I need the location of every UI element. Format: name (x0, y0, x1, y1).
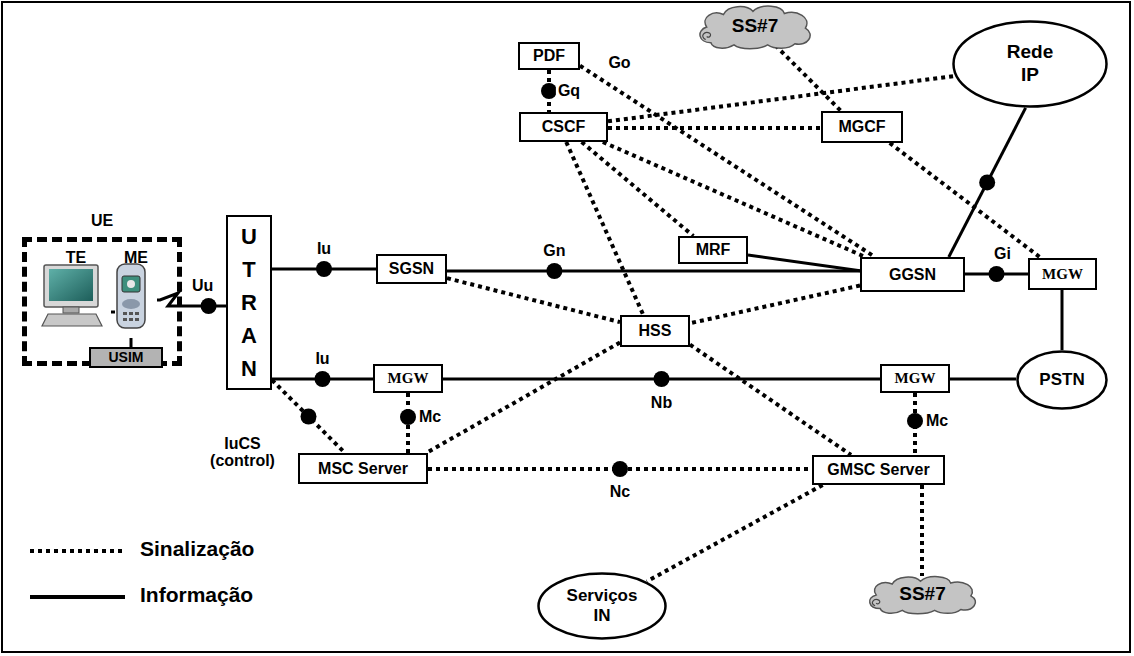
terminal-equipment: TE (41, 248, 111, 338)
signalling-link (890, 143, 1041, 258)
interface-label: Iu (313, 350, 331, 368)
node-label: SS#7 (732, 16, 778, 37)
node-label: GMSC Server (827, 461, 929, 479)
node-label: MRF (696, 241, 731, 259)
signalling-link (690, 286, 860, 324)
gateway-box: MGW (373, 364, 443, 393)
interface-label: Uu (190, 277, 215, 295)
interface-point (541, 83, 557, 99)
interface-label: Mc (924, 412, 950, 430)
node-label: SS#7 (899, 584, 945, 605)
interface-point (989, 266, 1005, 282)
signalling-link (647, 485, 823, 581)
legend-sample-dotted (30, 549, 125, 553)
node-label: USIM (109, 350, 144, 365)
node-label: PSTN (1039, 371, 1084, 390)
node-label: MGW (1042, 266, 1083, 283)
node-label: SGSN (389, 260, 434, 278)
function-box: CSCF (519, 112, 608, 142)
server-box: GMSC Server (812, 455, 945, 485)
network-cloud: SS#7 (862, 574, 983, 614)
function-box: HSS (620, 315, 690, 347)
interface-label: Nb (649, 394, 674, 412)
node-label: GGSN (889, 266, 936, 284)
node-label: PDF (533, 47, 565, 65)
signalling-link (580, 66, 875, 257)
node-label: MGW (388, 370, 429, 387)
function-box: GGSN (860, 257, 965, 292)
network-cloud: SS#7 (692, 3, 818, 49)
information-link (130, 338, 133, 347)
information-link (111, 311, 115, 314)
mobile-equipment: ME (115, 248, 157, 338)
node-label: CSCF (542, 118, 586, 136)
interface-label: Iu (315, 240, 333, 258)
signalling-link (447, 278, 620, 322)
signalling-link (426, 342, 620, 453)
signalling-link (608, 126, 821, 130)
network-ellipse: Rede IP (952, 20, 1108, 108)
signalling-link (582, 142, 694, 236)
legend-text: Sinalização (140, 537, 254, 561)
network-ellipse: Serviços IN (537, 572, 667, 640)
information-link (950, 378, 1016, 381)
signalling-link (690, 345, 851, 455)
signalling-link (920, 485, 924, 576)
node-label: U T R A N (238, 220, 260, 385)
node-label: HSS (639, 322, 672, 340)
sim-box: USIM (89, 347, 163, 368)
node-label: Serviços IN (557, 586, 647, 627)
function-box: PDF (518, 42, 580, 70)
function-box: MRF (678, 236, 748, 264)
interface-point (301, 409, 317, 425)
node-label: MSC Server (318, 460, 408, 478)
interface-label: Gi (992, 245, 1013, 263)
node-label: MGCF (838, 118, 885, 136)
signalling-link (775, 45, 841, 111)
gateway-box: MGW (1028, 258, 1097, 290)
legend-sample-solid (30, 595, 125, 599)
node-label: TE (66, 249, 86, 267)
interface-point (612, 461, 628, 477)
legend-text: Informação (140, 583, 253, 607)
node-label: Rede IP (1000, 41, 1060, 87)
equipment-group: UETEMEUSIM (22, 237, 182, 366)
interface-label: IuCS (control) (201, 435, 285, 470)
interface-label: Mc (417, 408, 443, 426)
server-box: MSC Server (298, 453, 428, 484)
access-network-box: U T R A N (226, 215, 272, 390)
node-label: UE (27, 212, 177, 230)
interface-point (546, 263, 562, 279)
interface-point (979, 174, 995, 190)
node-label: MGW (895, 370, 936, 387)
gateway-box: MGW (880, 364, 950, 393)
information-link (1061, 290, 1064, 350)
computer-icon (42, 265, 102, 326)
interface-label: Nc (608, 483, 632, 501)
interface-point (316, 261, 332, 277)
interface-label: Gq (556, 82, 582, 100)
information-link (748, 255, 860, 271)
interface-point (654, 371, 670, 387)
network-ellipse: PSTN (1016, 350, 1108, 410)
interface-label: Go (606, 54, 632, 72)
information-link (447, 270, 860, 273)
interface-label: Gn (541, 242, 567, 260)
signalling-link (566, 142, 643, 315)
information-link (949, 108, 1026, 257)
interface-point (315, 371, 331, 387)
interface-point (400, 409, 416, 425)
phone-icon (117, 264, 145, 328)
node-label: ME (124, 249, 148, 267)
function-box: MGCF (821, 111, 903, 143)
function-box: SGSN (376, 254, 447, 284)
interface-point (907, 413, 923, 429)
interface-point (201, 298, 217, 314)
